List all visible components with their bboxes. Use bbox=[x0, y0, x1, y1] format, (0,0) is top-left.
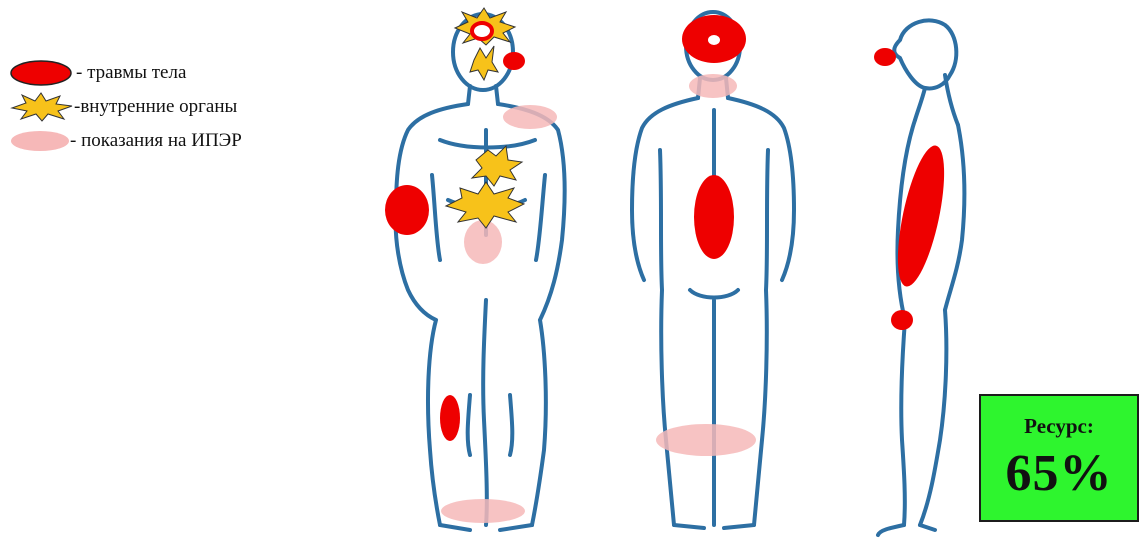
resource-indicator: Ресурс: 65% bbox=[979, 394, 1139, 522]
resource-label: Ресурс: bbox=[981, 414, 1137, 439]
body-figures bbox=[360, 0, 980, 543]
front-body-figure bbox=[385, 8, 565, 530]
back-body-figure bbox=[632, 12, 794, 528]
side-body-figure bbox=[874, 20, 964, 535]
pink-ellipse-icon bbox=[8, 126, 78, 156]
legend-label: - показания на ИПЭР bbox=[70, 130, 242, 152]
resource-value: 65% bbox=[981, 444, 1137, 503]
legend-item-body-injury: - травмы тела bbox=[8, 58, 348, 88]
legend: - травмы тела -внутренние органы - показ… bbox=[8, 58, 348, 158]
legend-label: -внутренние органы bbox=[74, 96, 237, 118]
legend-item-internal-organs: -внутренние органы bbox=[8, 92, 348, 122]
legend-label: - травмы тела bbox=[76, 62, 186, 84]
red-ellipse-icon bbox=[8, 58, 78, 88]
burst-icon bbox=[8, 92, 78, 122]
legend-item-iper-readings: - показания на ИПЭР bbox=[8, 126, 348, 156]
